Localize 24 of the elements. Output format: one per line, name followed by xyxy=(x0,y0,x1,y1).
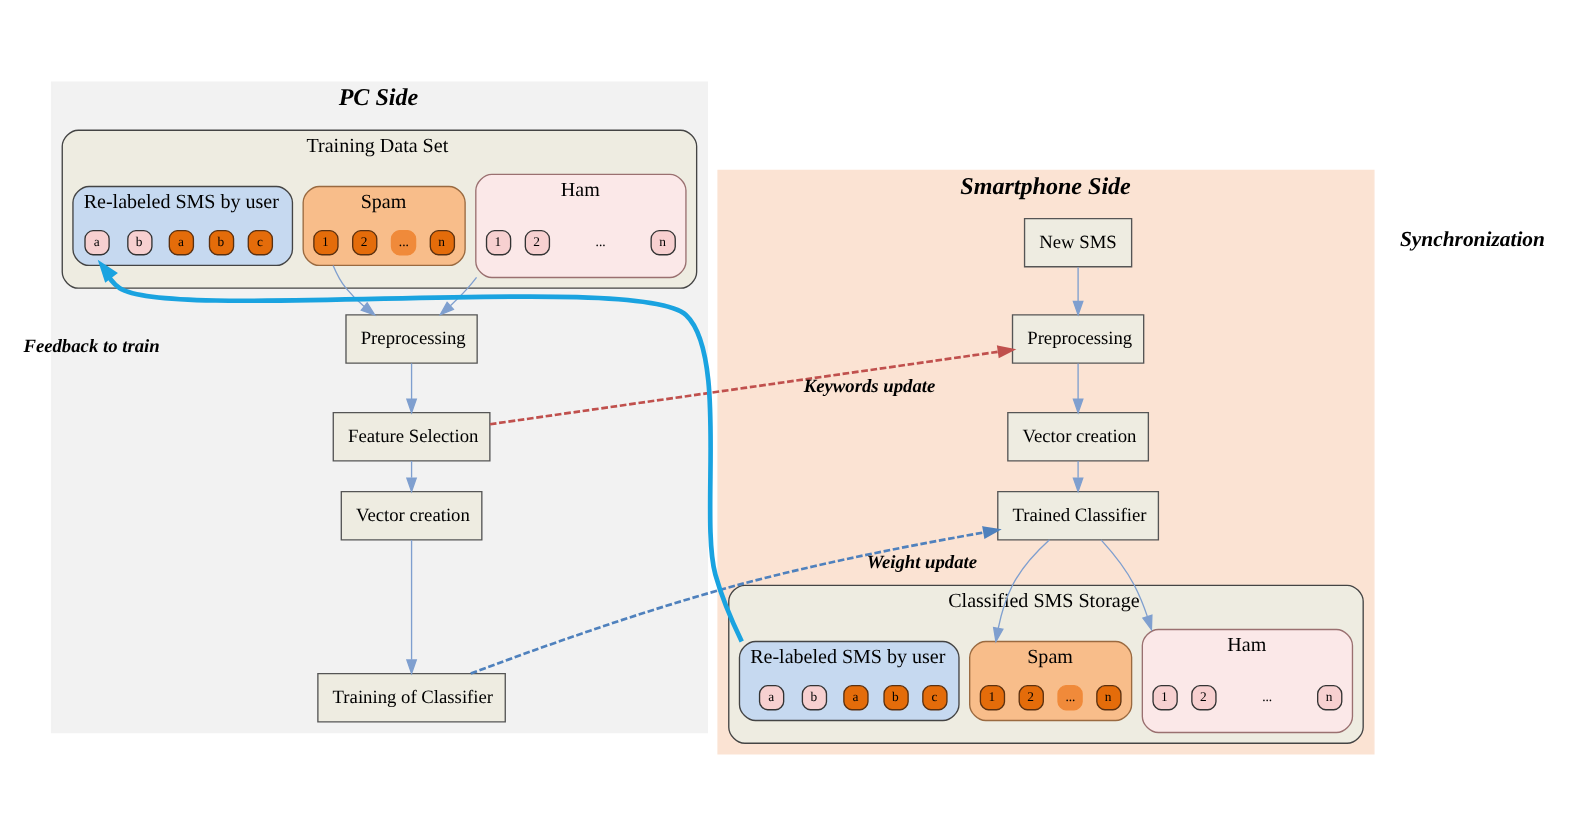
arrow xyxy=(489,345,1017,426)
node-box: Feature Selection xyxy=(332,411,491,462)
arrow xyxy=(1100,539,1153,632)
arrow xyxy=(1072,266,1084,317)
arrow xyxy=(97,259,744,643)
edge-label: Feedback to train xyxy=(23,337,160,358)
arrow xyxy=(438,276,478,317)
node-box: Vector creation xyxy=(1007,411,1150,462)
arrow xyxy=(1072,460,1084,494)
arrow xyxy=(332,264,377,317)
node-box: New SMS xyxy=(1023,217,1133,268)
node-box: Trained Classifier xyxy=(997,490,1160,541)
node-box: Training of Classifier xyxy=(317,672,506,723)
label: Synchronization xyxy=(1399,228,1545,253)
arrow xyxy=(992,539,1051,644)
node-box: Preprocessing xyxy=(345,314,478,364)
node-box: Preprocessing xyxy=(1011,314,1145,364)
arrow xyxy=(1072,362,1084,415)
arrow xyxy=(405,539,418,676)
arrow xyxy=(470,526,1002,675)
node-box: Vector creation xyxy=(340,490,483,541)
arrow xyxy=(405,362,418,415)
edge-label: Weight update xyxy=(866,554,978,575)
edge-label: Keywords update xyxy=(803,377,936,398)
